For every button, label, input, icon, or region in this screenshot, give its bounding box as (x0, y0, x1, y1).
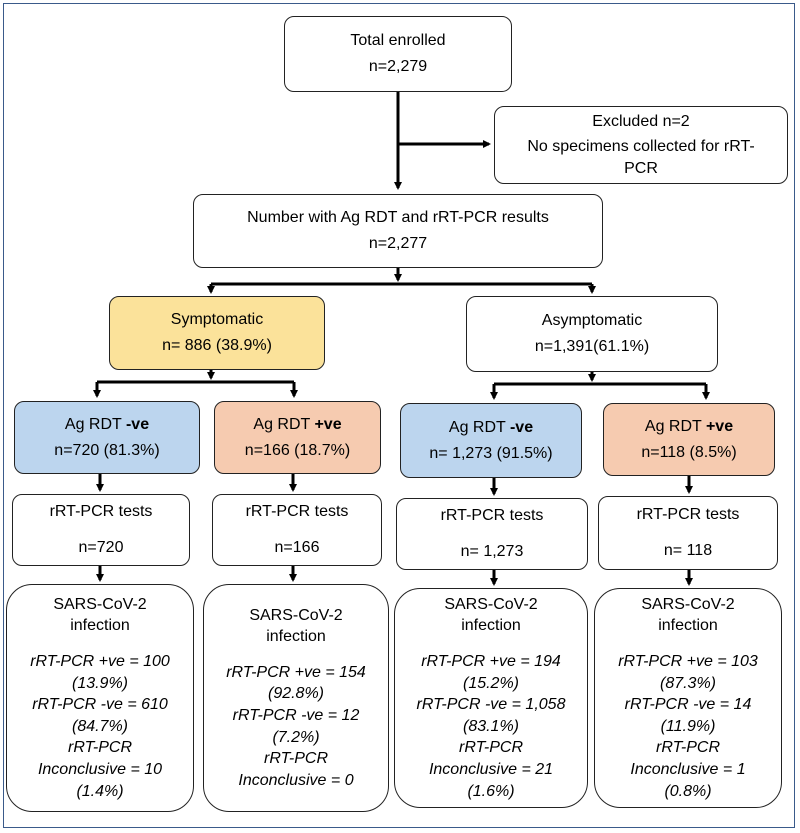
infection-box: SARS-CoV-2 infection rRT-PCR +ve = 154 (… (203, 584, 389, 812)
pcr-n: n=720 (78, 539, 124, 556)
pcr-title: rRT-PCR tests (440, 507, 544, 525)
outer-frame (3, 3, 795, 828)
rdt-sign: +ve (705, 417, 734, 435)
pcr-tests-box: rRT-PCR tests n=166 (212, 494, 382, 566)
rdt-label: Ag RDT (448, 418, 510, 436)
pcr-negative: rRT-PCR -ve = 610 (84.7%) (32, 696, 168, 735)
pcr-tests-box: rRT-PCR tests n= 1,273 (396, 498, 588, 570)
pcr-title: rRT-PCR tests (49, 503, 153, 521)
pcr-title: rRT-PCR tests (245, 503, 349, 521)
pcr-n: n= 1,273 (460, 543, 524, 560)
pcr-positive: rRT-PCR +ve = 194 (15.2%) (421, 653, 561, 692)
symptomatic-title: Symptomatic (170, 311, 264, 329)
rdt-box: Ag RDT +ve n=118 (8.5%) (603, 403, 775, 476)
number-title: Number with Ag RDT and rRT-PCR results (247, 209, 549, 227)
excluded-title: Excluded n=2 (592, 112, 690, 130)
rdt-sign: -ve (125, 415, 150, 433)
pcr-inconclusive: rRT-PCR Inconclusive = 0 (238, 750, 354, 789)
rdt-box: Ag RDT +ve n=166 (18.7%) (214, 401, 381, 474)
symptomatic-n: n= 886 (38.9%) (162, 337, 272, 354)
infection-title: SARS-CoV-2 infection (641, 595, 735, 635)
infection-title: SARS-CoV-2 infection (53, 595, 147, 635)
pcr-inconclusive: rRT-PCR Inconclusive = 1 (0.8%) (630, 739, 746, 800)
pcr-negative: rRT-PCR -ve = 1,058 (83.1%) (416, 696, 566, 735)
rdt-label: Ag RDT (64, 415, 126, 433)
pcr-positive: rRT-PCR +ve = 103 (87.3%) (618, 653, 758, 692)
pcr-negative: rRT-PCR -ve = 12 (7.2%) (232, 707, 360, 746)
infection-title: SARS-CoV-2 infection (444, 595, 538, 635)
infection-box: SARS-CoV-2 infection rRT-PCR +ve = 100 (… (6, 584, 194, 812)
rdt-box: Ag RDT -ve n= 1,273 (91.5%) (400, 403, 582, 478)
total-title: Total enrolled (350, 32, 446, 50)
total-enrolled-box: Total enrolled n=2,279 (284, 16, 512, 92)
pcr-negative: rRT-PCR -ve = 14 (11.9%) (624, 696, 752, 735)
pcr-tests-box: rRT-PCR tests n= 118 (598, 496, 778, 570)
rdt-n: n=720 (81.3%) (54, 441, 160, 459)
pcr-inconclusive: rRT-PCR Inconclusive = 21 (1.6%) (428, 739, 554, 800)
pcr-inconclusive: rRT-PCR Inconclusive = 10 (1.4%) (37, 739, 163, 800)
excluded-reason: No specimens collected for rRT-PCR (527, 138, 755, 177)
excluded-box: Excluded n=2 No specimens collected for … (494, 106, 788, 184)
number-n: n=2,277 (368, 235, 428, 252)
rdt-n: n= 1,273 (91.5%) (429, 444, 553, 462)
pcr-n: n=166 (274, 539, 320, 556)
asymptomatic-n: n=1,391(61.1%) (534, 338, 650, 355)
rdt-sign: +ve (314, 415, 342, 433)
infection-box: SARS-CoV-2 infection rRT-PCR +ve = 194 (… (394, 588, 588, 808)
asymptomatic-box: Asymptomatic n=1,391(61.1%) (466, 296, 718, 372)
asymptomatic-title: Asymptomatic (541, 312, 643, 330)
pcr-positive: rRT-PCR +ve = 154 (92.8%) (226, 663, 366, 703)
infection-box: SARS-CoV-2 infection rRT-PCR +ve = 103 (… (594, 588, 782, 808)
symptomatic-box: Symptomatic n= 886 (38.9%) (109, 296, 325, 370)
infection-title: SARS-CoV-2 infection (249, 606, 343, 646)
rdt-n: n=166 (18.7%) (244, 441, 351, 459)
rdt-n: n=118 (8.5%) (641, 443, 737, 461)
pcr-n: n= 118 (663, 542, 713, 559)
rdt-sign: -ve (509, 418, 534, 436)
number-with-results-box: Number with Ag RDT and rRT-PCR results n… (193, 194, 603, 268)
rdt-label: Ag RDT (253, 415, 315, 433)
rdt-box: Ag RDT -ve n=720 (81.3%) (14, 401, 200, 474)
pcr-positive: rRT-PCR +ve = 100 (13.9%) (30, 653, 170, 692)
rdt-label: Ag RDT (644, 417, 706, 435)
pcr-title: rRT-PCR tests (636, 506, 740, 524)
total-n: n=2,279 (368, 58, 428, 75)
pcr-tests-box: rRT-PCR tests n=720 (12, 494, 190, 566)
